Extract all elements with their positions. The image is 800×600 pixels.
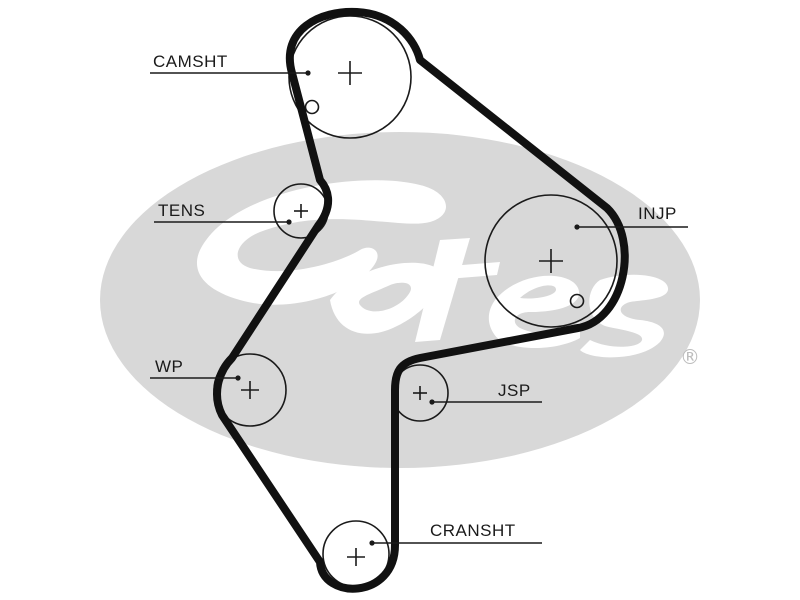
callout-camshaft: CAMSHT <box>150 52 311 76</box>
callout-crankshaft: CRANSHT <box>369 521 542 546</box>
label-injection-pump: INJP <box>638 204 677 223</box>
callout-tensioner: TENS <box>154 201 292 225</box>
injection-pump-pulley <box>484 194 618 328</box>
callout-injection-pump: INJP <box>574 204 688 230</box>
label-jackshaft: JSP <box>498 381 531 400</box>
label-water-pump: WP <box>155 357 183 376</box>
callout-jackshaft: JSP <box>429 381 542 405</box>
label-camshaft: CAMSHT <box>153 52 228 71</box>
label-tensioner: TENS <box>158 201 205 220</box>
label-crankshaft: CRANSHT <box>430 521 516 540</box>
callout-water-pump: WP <box>150 357 241 381</box>
timing-belt <box>213 7 629 593</box>
trademark-symbol: ® <box>680 345 700 369</box>
